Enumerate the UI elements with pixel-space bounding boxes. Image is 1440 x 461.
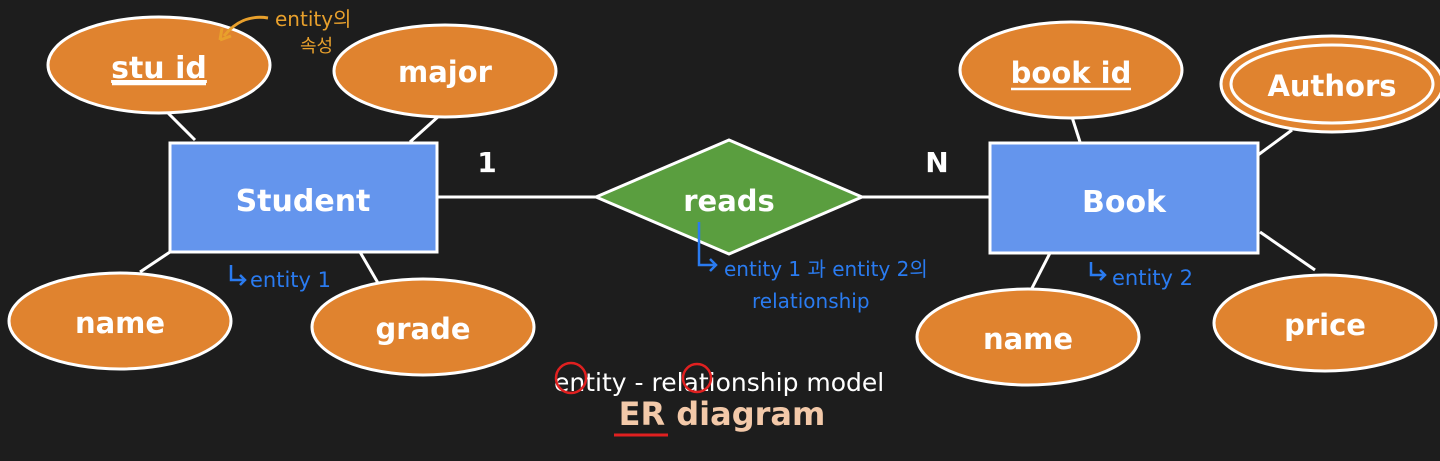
attr-note-line2: 속성 <box>300 36 333 57</box>
entity2-note: entity 2 <box>1112 266 1193 290</box>
attribute-book-name <box>915 287 1141 387</box>
rel-note-arrow-icon <box>697 222 718 272</box>
attribute-price-label: price <box>1284 308 1366 342</box>
line-name-book <box>1028 252 1052 293</box>
entity-student-label: Student <box>236 184 371 219</box>
mark-circle-e <box>554 361 588 395</box>
attribute-grade <box>310 277 536 377</box>
attribute-major <box>332 23 558 119</box>
cardinality-right: N <box>925 146 948 179</box>
rel-note-line1: entity 1 과 entity 2의 <box>724 257 928 281</box>
entity1-note: entity 1 <box>250 268 331 292</box>
attribute-authors-outer <box>1219 34 1440 134</box>
attribute-authors-label: Authors <box>1267 69 1396 103</box>
entity-book <box>988 141 1260 255</box>
cardinality-left: 1 <box>477 146 496 179</box>
attribute-stu-id-label: stu id <box>111 51 207 86</box>
attribute-stu-id <box>46 15 272 115</box>
attribute-student-name <box>7 271 233 371</box>
line-stuid-student <box>163 108 197 142</box>
attr-note-arrow <box>222 15 269 37</box>
attribute-grade-label: grade <box>375 312 470 346</box>
footer-title: ER diagram <box>619 395 826 433</box>
line-major-student <box>408 113 442 144</box>
entity-student <box>168 141 439 254</box>
line-authors-book <box>1257 128 1293 157</box>
relationship-reads <box>592 138 866 256</box>
entity1-note-arrow-icon <box>229 265 247 286</box>
attribute-price <box>1212 273 1438 373</box>
connector-lines <box>139 108 1316 293</box>
entity2-note-arrow-icon <box>1089 262 1107 281</box>
line-bookid-book <box>1070 116 1082 143</box>
attribute-book-name-label: name <box>983 322 1073 356</box>
relationship-reads-label: reads <box>683 184 775 218</box>
attribute-book-id-label: book id <box>1011 56 1132 90</box>
rel-note-line2: relationship <box>752 289 870 313</box>
attribute-book-id <box>958 20 1184 120</box>
entity-book-label: Book <box>1082 185 1167 220</box>
attribute-major-label: major <box>398 55 493 89</box>
mark-circle-r <box>681 362 713 394</box>
line-price-book <box>1259 230 1316 272</box>
line-name-student <box>139 250 171 274</box>
attr-note-arrowhead-icon <box>218 27 232 42</box>
attribute-authors-inner <box>1229 43 1435 125</box>
attribute-student-name-label: name <box>75 306 165 340</box>
attr-note-line1: entity의 <box>275 7 351 31</box>
line-grade-student <box>358 251 380 284</box>
model-line: entity - relationship model <box>554 368 884 397</box>
